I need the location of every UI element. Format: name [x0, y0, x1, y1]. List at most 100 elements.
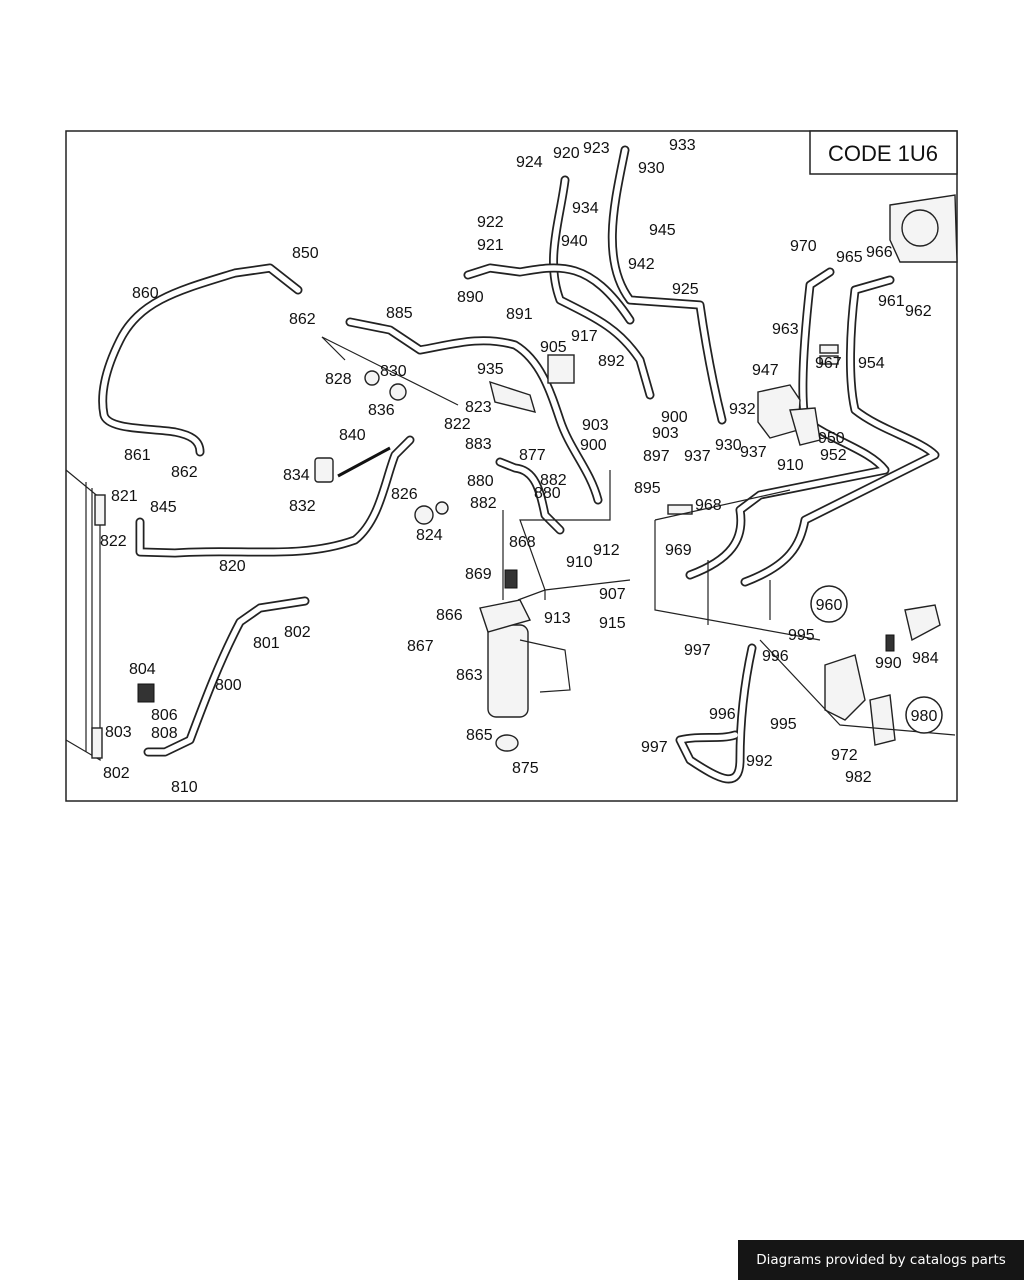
part-label: 800 [215, 677, 242, 694]
part-label: 903 [582, 417, 609, 434]
part-label: 924 [516, 154, 543, 171]
part-label: 867 [407, 638, 434, 655]
part-label: 900 [580, 437, 607, 454]
part-label: 845 [150, 499, 177, 516]
part-label: 885 [386, 305, 413, 322]
part-label: 822 [100, 533, 127, 550]
part-label: 962 [905, 303, 932, 320]
part-label: 880 [467, 473, 494, 490]
part-label: 963 [772, 321, 799, 338]
part-labels: 800 801 802 803 804 806 808 810 820 821 … [100, 137, 939, 796]
part-label: 869 [465, 566, 492, 583]
part-label: 920 [553, 145, 580, 162]
part-label: 997 [641, 739, 668, 756]
hose-lines [98, 145, 940, 784]
part-label: 822 [444, 416, 471, 433]
part-label: 935 [477, 361, 504, 378]
callout-960: 960 [810, 585, 848, 623]
part-label: 828 [325, 371, 352, 388]
part-label: 862 [289, 311, 316, 328]
part-label: 897 [643, 448, 670, 465]
part-label: 912 [593, 542, 620, 559]
part-label: 875 [512, 760, 539, 777]
part-label: 995 [788, 627, 815, 644]
part-label: 907 [599, 586, 626, 603]
part-label: 932 [729, 401, 756, 418]
callout-980: 980 [905, 696, 943, 734]
part-label: 802 [103, 765, 130, 782]
part-label: 832 [289, 498, 316, 515]
part-label: 995 [770, 716, 797, 733]
part-label: 903 [652, 425, 679, 442]
part-label: 952 [820, 447, 847, 464]
part-label: 801 [253, 635, 280, 652]
part-label: 865 [466, 727, 493, 744]
part-label: 984 [912, 650, 939, 667]
part-label: 808 [151, 725, 178, 742]
part-label: 810 [171, 779, 198, 796]
part-label: 972 [831, 747, 858, 764]
part-label: 915 [599, 615, 626, 632]
part-label: 892 [598, 353, 625, 370]
part-label: 905 [540, 339, 567, 356]
part-label: 868 [509, 534, 536, 551]
part-label: 824 [416, 527, 443, 544]
part-label: 863 [456, 667, 483, 684]
part-label: 821 [111, 488, 138, 505]
part-label: 910 [777, 457, 804, 474]
part-label: 996 [762, 648, 789, 665]
part-label: 830 [380, 363, 407, 380]
footer-credit: Diagrams provided by catalogs parts [738, 1240, 1024, 1280]
part-label: 883 [465, 436, 492, 453]
callout-label: 980 [911, 708, 938, 725]
part-label: 933 [669, 137, 696, 154]
part-label: 882 [540, 472, 567, 489]
part-label: 982 [845, 769, 872, 786]
part-label: 940 [561, 233, 588, 250]
part-label: 942 [628, 256, 655, 273]
part-label: 880 [534, 485, 561, 502]
part-label: 930 [715, 437, 742, 454]
part-label: 804 [129, 661, 156, 678]
part-label: 850 [292, 245, 319, 262]
part-label: 966 [866, 244, 893, 261]
part-label: 910 [566, 554, 593, 571]
part-label: 990 [875, 655, 902, 672]
part-label: 937 [740, 444, 767, 461]
part-label: 965 [836, 249, 863, 266]
part-label: 882 [470, 495, 497, 512]
part-label: 890 [457, 289, 484, 306]
part-label: 895 [634, 480, 661, 497]
part-label: 969 [665, 542, 692, 559]
part-label: 950 [818, 430, 845, 447]
group-lines [321, 336, 956, 736]
callout-label: 960 [816, 597, 843, 614]
part-label: 934 [572, 200, 599, 217]
part-label: 840 [339, 427, 366, 444]
part-label: 996 [709, 706, 736, 723]
part-label: 970 [790, 238, 817, 255]
part-label: 945 [649, 222, 676, 239]
part-labels-repeated: 802 822 862 880 882 900 903 910 930 937 … [103, 311, 804, 782]
part-label: 826 [391, 486, 418, 503]
part-label: 925 [672, 281, 699, 298]
components [65, 194, 958, 762]
part-label: 930 [638, 160, 665, 177]
part-label: 877 [519, 447, 546, 464]
part-label: 834 [283, 467, 310, 484]
part-label: 917 [571, 328, 598, 345]
part-label: 803 [105, 724, 132, 741]
part-label: 922 [477, 214, 504, 231]
code-box: CODE 1U6 [809, 130, 958, 175]
part-label: 820 [219, 558, 246, 575]
part-label: 921 [477, 237, 504, 254]
part-label: 954 [858, 355, 885, 372]
part-label: 947 [752, 362, 779, 379]
part-label: 891 [506, 306, 533, 323]
part-label: 836 [368, 402, 395, 419]
code-box-label: CODE 1U6 [828, 141, 938, 166]
part-label: 900 [661, 409, 688, 426]
part-label: 802 [284, 624, 311, 641]
part-label: 967 [815, 355, 842, 372]
